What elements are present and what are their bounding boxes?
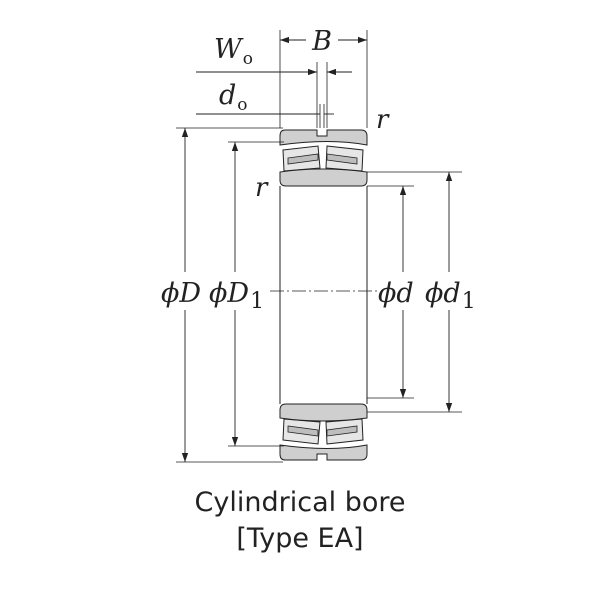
outer-ring-bottom	[279, 444, 368, 461]
label-outer-ring-diameter: ϕD1	[209, 278, 264, 314]
label-width: B	[311, 26, 332, 57]
label-chamfer-top: r	[376, 105, 390, 135]
label-oil-hole-diameter: do	[219, 80, 248, 115]
cage-top	[287, 153, 358, 165]
label-bore-diameter: ϕd	[378, 278, 414, 309]
outer-ring-top	[279, 129, 368, 146]
label-oil-groove-width: Wo	[214, 34, 253, 69]
dimension-lines	[181, 36, 453, 462]
top-bearing-section	[279, 129, 368, 187]
label-outer-diameter: ϕD	[161, 278, 201, 309]
label-chamfer-side: r	[255, 173, 269, 203]
caption-model-type: [Type EA]	[236, 523, 364, 554]
caption-bore-type: Cylindrical bore	[194, 487, 406, 518]
label-inner-ring-diameter: ϕd1	[425, 278, 476, 314]
bottom-bearing-section	[279, 403, 368, 461]
cage-bottom	[287, 425, 358, 437]
inner-ring-top	[279, 168, 368, 187]
inner-ring-bottom	[279, 403, 368, 422]
extension-lines	[176, 30, 462, 463]
